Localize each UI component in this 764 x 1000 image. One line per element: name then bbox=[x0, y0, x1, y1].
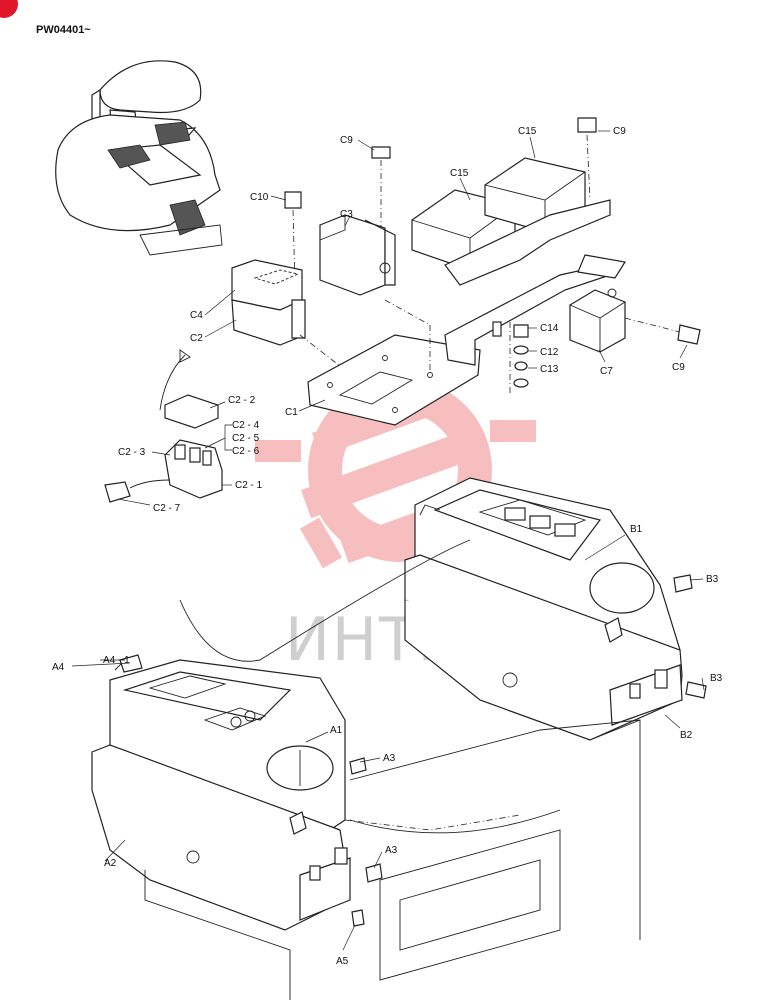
module-c4-c2 bbox=[231, 259, 346, 371]
label-c2-6: C2 - 6 bbox=[232, 446, 260, 457]
label-a4-1: A4 - 1 bbox=[103, 655, 130, 666]
label-b1: B1 bbox=[630, 524, 643, 535]
corner-badge bbox=[0, 0, 18, 18]
label-c9-top: C9 bbox=[340, 135, 353, 146]
label-c2-7: C2 - 7 bbox=[153, 503, 181, 514]
label-c3: C3 bbox=[340, 209, 353, 220]
label-c2-3: C2 - 3 bbox=[118, 447, 146, 458]
label-c9-lower: C9 bbox=[672, 362, 685, 373]
seat-overview-sketch bbox=[55, 60, 223, 256]
label-c15-left: C15 bbox=[450, 168, 469, 179]
screw-b3-upper bbox=[673, 574, 693, 593]
label-a5: A5 bbox=[336, 956, 349, 967]
label-c2-4: C2 - 4 bbox=[232, 420, 260, 431]
label-c10: C10 bbox=[250, 192, 269, 203]
label-c1: C1 bbox=[285, 407, 298, 418]
label-c2: C2 bbox=[190, 333, 203, 344]
screw-a3-upper bbox=[349, 757, 367, 775]
label-c7: C7 bbox=[600, 366, 613, 377]
document-code: PW04401~ bbox=[36, 24, 91, 36]
relay-c7 bbox=[569, 288, 681, 353]
module-c3 bbox=[319, 214, 396, 296]
small-fasteners bbox=[492, 321, 529, 395]
screw-a3-lower bbox=[365, 863, 383, 883]
label-c2-2: C2 - 2 bbox=[228, 395, 256, 406]
screw-b3-lower bbox=[685, 681, 707, 699]
label-b2: B2 bbox=[680, 730, 693, 741]
label-c2-5: C2 - 5 bbox=[232, 433, 260, 444]
label-c14: C14 bbox=[540, 323, 559, 334]
label-b3-lower: B3 bbox=[710, 673, 723, 684]
bolt-c9-right bbox=[577, 117, 597, 201]
leader-lines bbox=[71, 130, 705, 951]
bolt-c9-top bbox=[371, 146, 391, 230]
label-a3-upper: A3 bbox=[383, 753, 396, 764]
label-c15-right: C15 bbox=[518, 126, 537, 137]
label-c2-1: C2 - 1 bbox=[235, 480, 263, 491]
bolt-c9-lower bbox=[677, 324, 701, 345]
part-labels: C9 C10 C3 C4 C2 C1 C15 C15 C9 C14 C12 C1… bbox=[52, 126, 723, 967]
label-a4: A4 bbox=[52, 662, 65, 673]
module-c15-pair bbox=[411, 157, 611, 286]
label-a3-lower: A3 bbox=[385, 845, 398, 856]
label-a2: A2 bbox=[104, 858, 117, 869]
label-a1: A1 bbox=[330, 725, 343, 736]
label-c4: C4 bbox=[190, 310, 203, 321]
label-b3-upper: B3 bbox=[706, 574, 719, 585]
label-c13: C13 bbox=[540, 364, 559, 375]
harness-c2-group bbox=[104, 349, 223, 503]
console-a-assembly bbox=[91, 654, 365, 1000]
console-b-assembly bbox=[404, 477, 683, 940]
label-c9-right: C9 bbox=[613, 126, 626, 137]
label-c12: C12 bbox=[540, 347, 559, 358]
bracket-long bbox=[384, 254, 626, 370]
plate-c1 bbox=[307, 334, 481, 426]
seat-base-frame bbox=[179, 539, 641, 981]
